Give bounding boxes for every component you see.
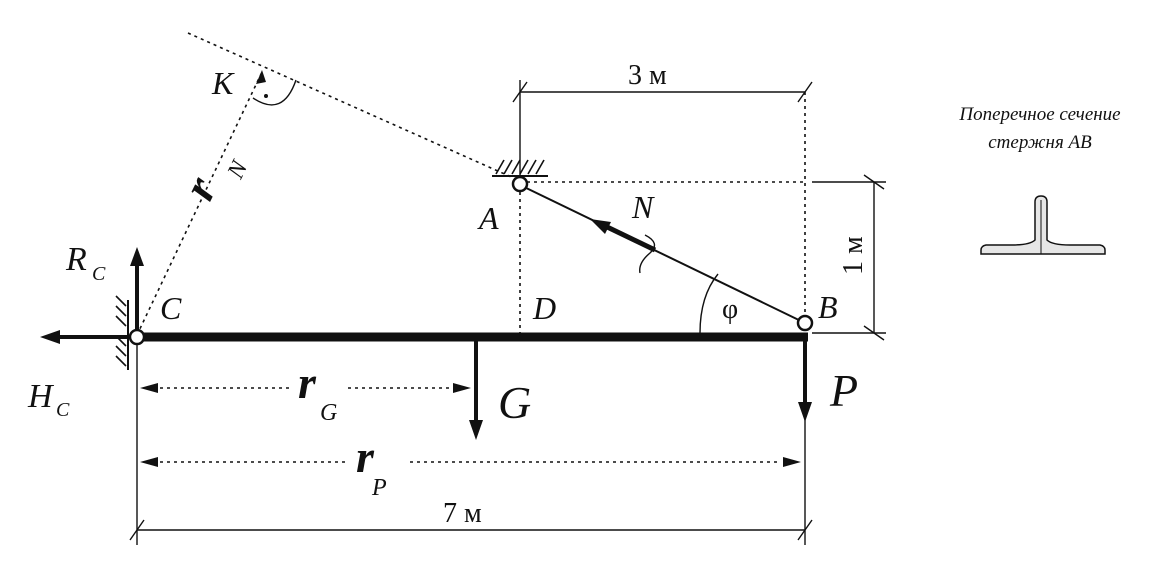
force-n-shaft <box>601 222 657 253</box>
dim-tick-bottom-left <box>129 519 145 541</box>
label-hc-sub: C <box>56 399 70 421</box>
force-hc-head <box>40 330 60 344</box>
label-c: C <box>160 290 182 326</box>
dim-tick-top-left <box>512 81 528 103</box>
hinge-a <box>511 175 529 193</box>
angle-phi-arc <box>699 273 719 334</box>
label-n: N <box>631 189 655 225</box>
label-rP-main: r <box>356 431 375 482</box>
lever-arm-rN-line <box>136 71 263 336</box>
rN-arrow-head <box>256 70 266 84</box>
dim-label-bottom: 7 м <box>443 498 482 529</box>
hinge-c <box>128 328 146 346</box>
label-rP-sub: P <box>371 475 387 501</box>
line-of-action-extension <box>187 32 519 181</box>
right-angle-arc <box>252 79 297 106</box>
section-title-line2: стержня АВ <box>988 132 1092 153</box>
section-cut-mark <box>639 234 656 274</box>
label-rG-main: r <box>298 357 317 408</box>
rG-arrow-left <box>140 383 158 393</box>
force-rc-head <box>130 247 144 266</box>
dim-tick-side-bottom <box>863 325 885 341</box>
label-hc-main: H <box>27 378 55 415</box>
dim-tick-bottom-right <box>797 519 813 541</box>
force-n-head <box>590 219 611 234</box>
label-rG-sub: G <box>320 400 337 426</box>
label-k: K <box>211 65 235 101</box>
t-section-shape <box>980 195 1106 255</box>
label-phi: φ <box>722 294 738 325</box>
label-rc-sub: C <box>92 263 106 285</box>
label-d: D <box>532 290 556 326</box>
label-rN-sub: N <box>222 155 254 183</box>
label-rc-main: R <box>65 241 87 278</box>
dim-tick-top-right <box>797 81 813 103</box>
support-a-hatch <box>495 159 545 175</box>
dim-label-side: 1 м <box>838 236 869 275</box>
rG-arrow-right <box>453 383 471 393</box>
rP-arrow-right <box>783 457 801 467</box>
label-a: A <box>477 200 499 236</box>
rP-arrow-left <box>140 457 158 467</box>
force-g-head <box>469 420 483 440</box>
dim-label-top: 3 м <box>628 60 667 91</box>
label-g: G <box>498 377 531 428</box>
section-title-line1: Поперечное сечение <box>958 104 1120 125</box>
hinge-b <box>796 314 814 332</box>
label-p: P <box>829 365 858 416</box>
dim-tick-side-top <box>863 174 885 190</box>
rod-ab <box>519 184 806 324</box>
label-b: B <box>818 289 838 325</box>
support-c-hatch <box>115 295 127 367</box>
right-angle-dot <box>264 94 268 98</box>
